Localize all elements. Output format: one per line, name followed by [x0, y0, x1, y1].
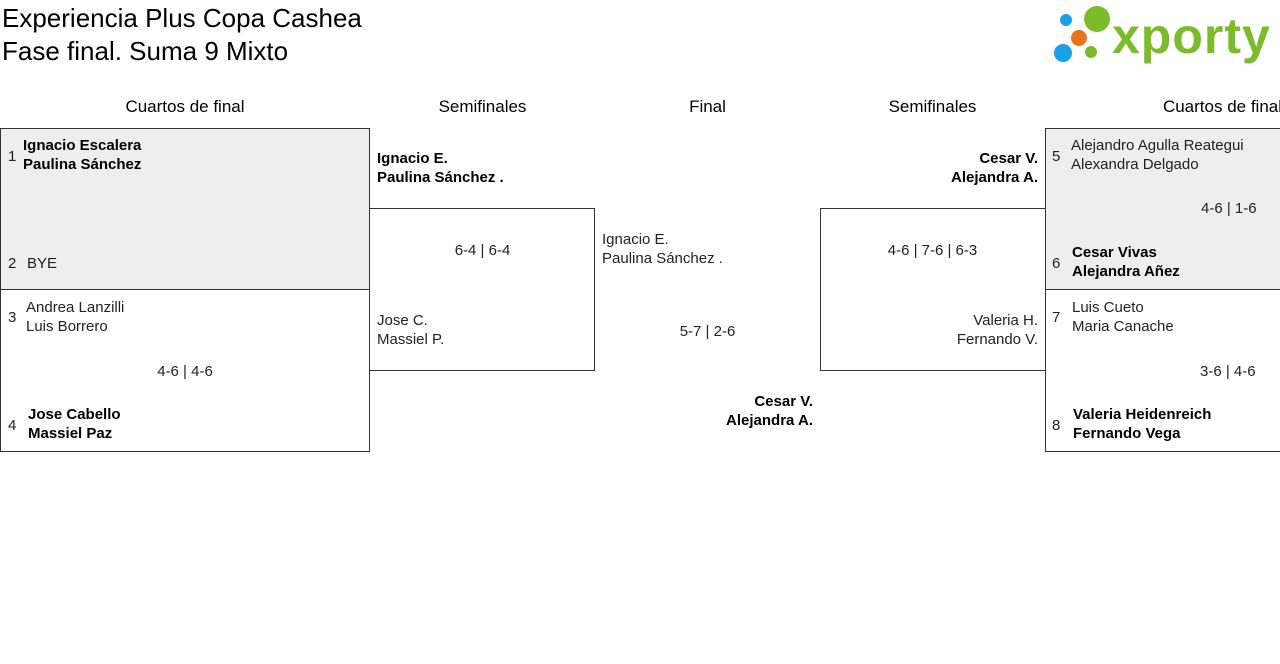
- player-name[interactable]: Alejandra A.: [726, 412, 813, 429]
- player-name[interactable]: Maria Canache: [1072, 318, 1174, 335]
- player-name[interactable]: Fernando V.: [956, 331, 1038, 348]
- player-name[interactable]: Alejandro Agulla Reategui: [1071, 137, 1244, 154]
- column-header-final: Final: [689, 97, 726, 116]
- seed-number: 3: [8, 309, 17, 326]
- page-subtitle: Fase final. Suma 9 Mixto: [2, 36, 289, 66]
- seed-number: 7: [1052, 309, 1061, 326]
- player-name[interactable]: Massiel P.: [377, 331, 445, 348]
- column-header-right-sf: Semifinales: [888, 97, 977, 116]
- player-name[interactable]: Paulina Sánchez: [23, 156, 142, 173]
- player-name[interactable]: Ignacio E.: [377, 150, 448, 167]
- player-name[interactable]: Jose Cabello: [28, 406, 121, 423]
- seed-number: 5: [1052, 148, 1061, 165]
- player-name[interactable]: Alejandra Añez: [1072, 263, 1180, 280]
- seed-number: 1: [8, 148, 17, 165]
- player-name[interactable]: Paulina Sánchez .: [602, 250, 723, 267]
- seed-number: 6: [1052, 255, 1061, 272]
- player-name[interactable]: Jose C.: [377, 312, 428, 329]
- right-qf-match-2[interactable]: [1045, 289, 1280, 452]
- player-name[interactable]: Massiel Paz: [28, 425, 113, 442]
- player-name[interactable]: Alejandra A.: [951, 169, 1038, 186]
- player-name[interactable]: Fernando Vega: [1073, 425, 1181, 442]
- column-header-left-sf: Semifinales: [438, 97, 527, 116]
- player-name[interactable]: Luis Cueto: [1072, 299, 1144, 316]
- player-name[interactable]: Luis Borrero: [26, 318, 108, 335]
- match-score: 6-4 | 6-4: [454, 242, 511, 259]
- final-score: 5-7 | 2-6: [679, 323, 736, 340]
- player-name: BYE: [27, 255, 58, 272]
- logo-wordmark: xporty: [1112, 8, 1271, 64]
- right-sf-match[interactable]: [820, 208, 1046, 371]
- player-name[interactable]: Paulina Sánchez .: [377, 169, 504, 186]
- column-header-right-qf: Cuartos de final: [1162, 97, 1280, 116]
- player-name[interactable]: Andrea Lanzilli: [26, 299, 125, 316]
- match-score: 4-6 | 4-6: [157, 363, 213, 380]
- player-name[interactable]: Ignacio E.: [602, 231, 669, 248]
- player-name[interactable]: Ignacio Escalera: [23, 137, 142, 154]
- player-name[interactable]: Cesar V.: [979, 150, 1038, 167]
- xporty-logo[interactable]: [1050, 4, 1280, 68]
- seed-number: 2: [8, 255, 17, 272]
- player-name[interactable]: Valeria H.: [973, 312, 1038, 329]
- match-score: 4-6 | 1-6: [1201, 200, 1257, 217]
- player-name[interactable]: Valeria Heidenreich: [1073, 406, 1212, 423]
- match-score: 3-6 | 4-6: [1200, 363, 1256, 380]
- seed-number: 8: [1052, 417, 1061, 434]
- match-score: 4-6 | 7-6 | 6-3: [887, 242, 978, 259]
- column-header-left-qf: Cuartos de final: [125, 97, 245, 116]
- left-sf-match[interactable]: [369, 208, 595, 371]
- right-qf-match-1[interactable]: [1045, 128, 1280, 290]
- logo-dots-icon: [1054, 6, 1110, 62]
- left-qf-match-1[interactable]: [0, 128, 370, 290]
- player-name[interactable]: Alexandra Delgado: [1071, 156, 1199, 173]
- player-name[interactable]: Cesar V.: [754, 393, 813, 410]
- seed-number: 4: [8, 417, 17, 434]
- page-title: Experiencia Plus Copa Cashea: [2, 3, 362, 33]
- player-name[interactable]: Cesar Vivas: [1072, 244, 1157, 261]
